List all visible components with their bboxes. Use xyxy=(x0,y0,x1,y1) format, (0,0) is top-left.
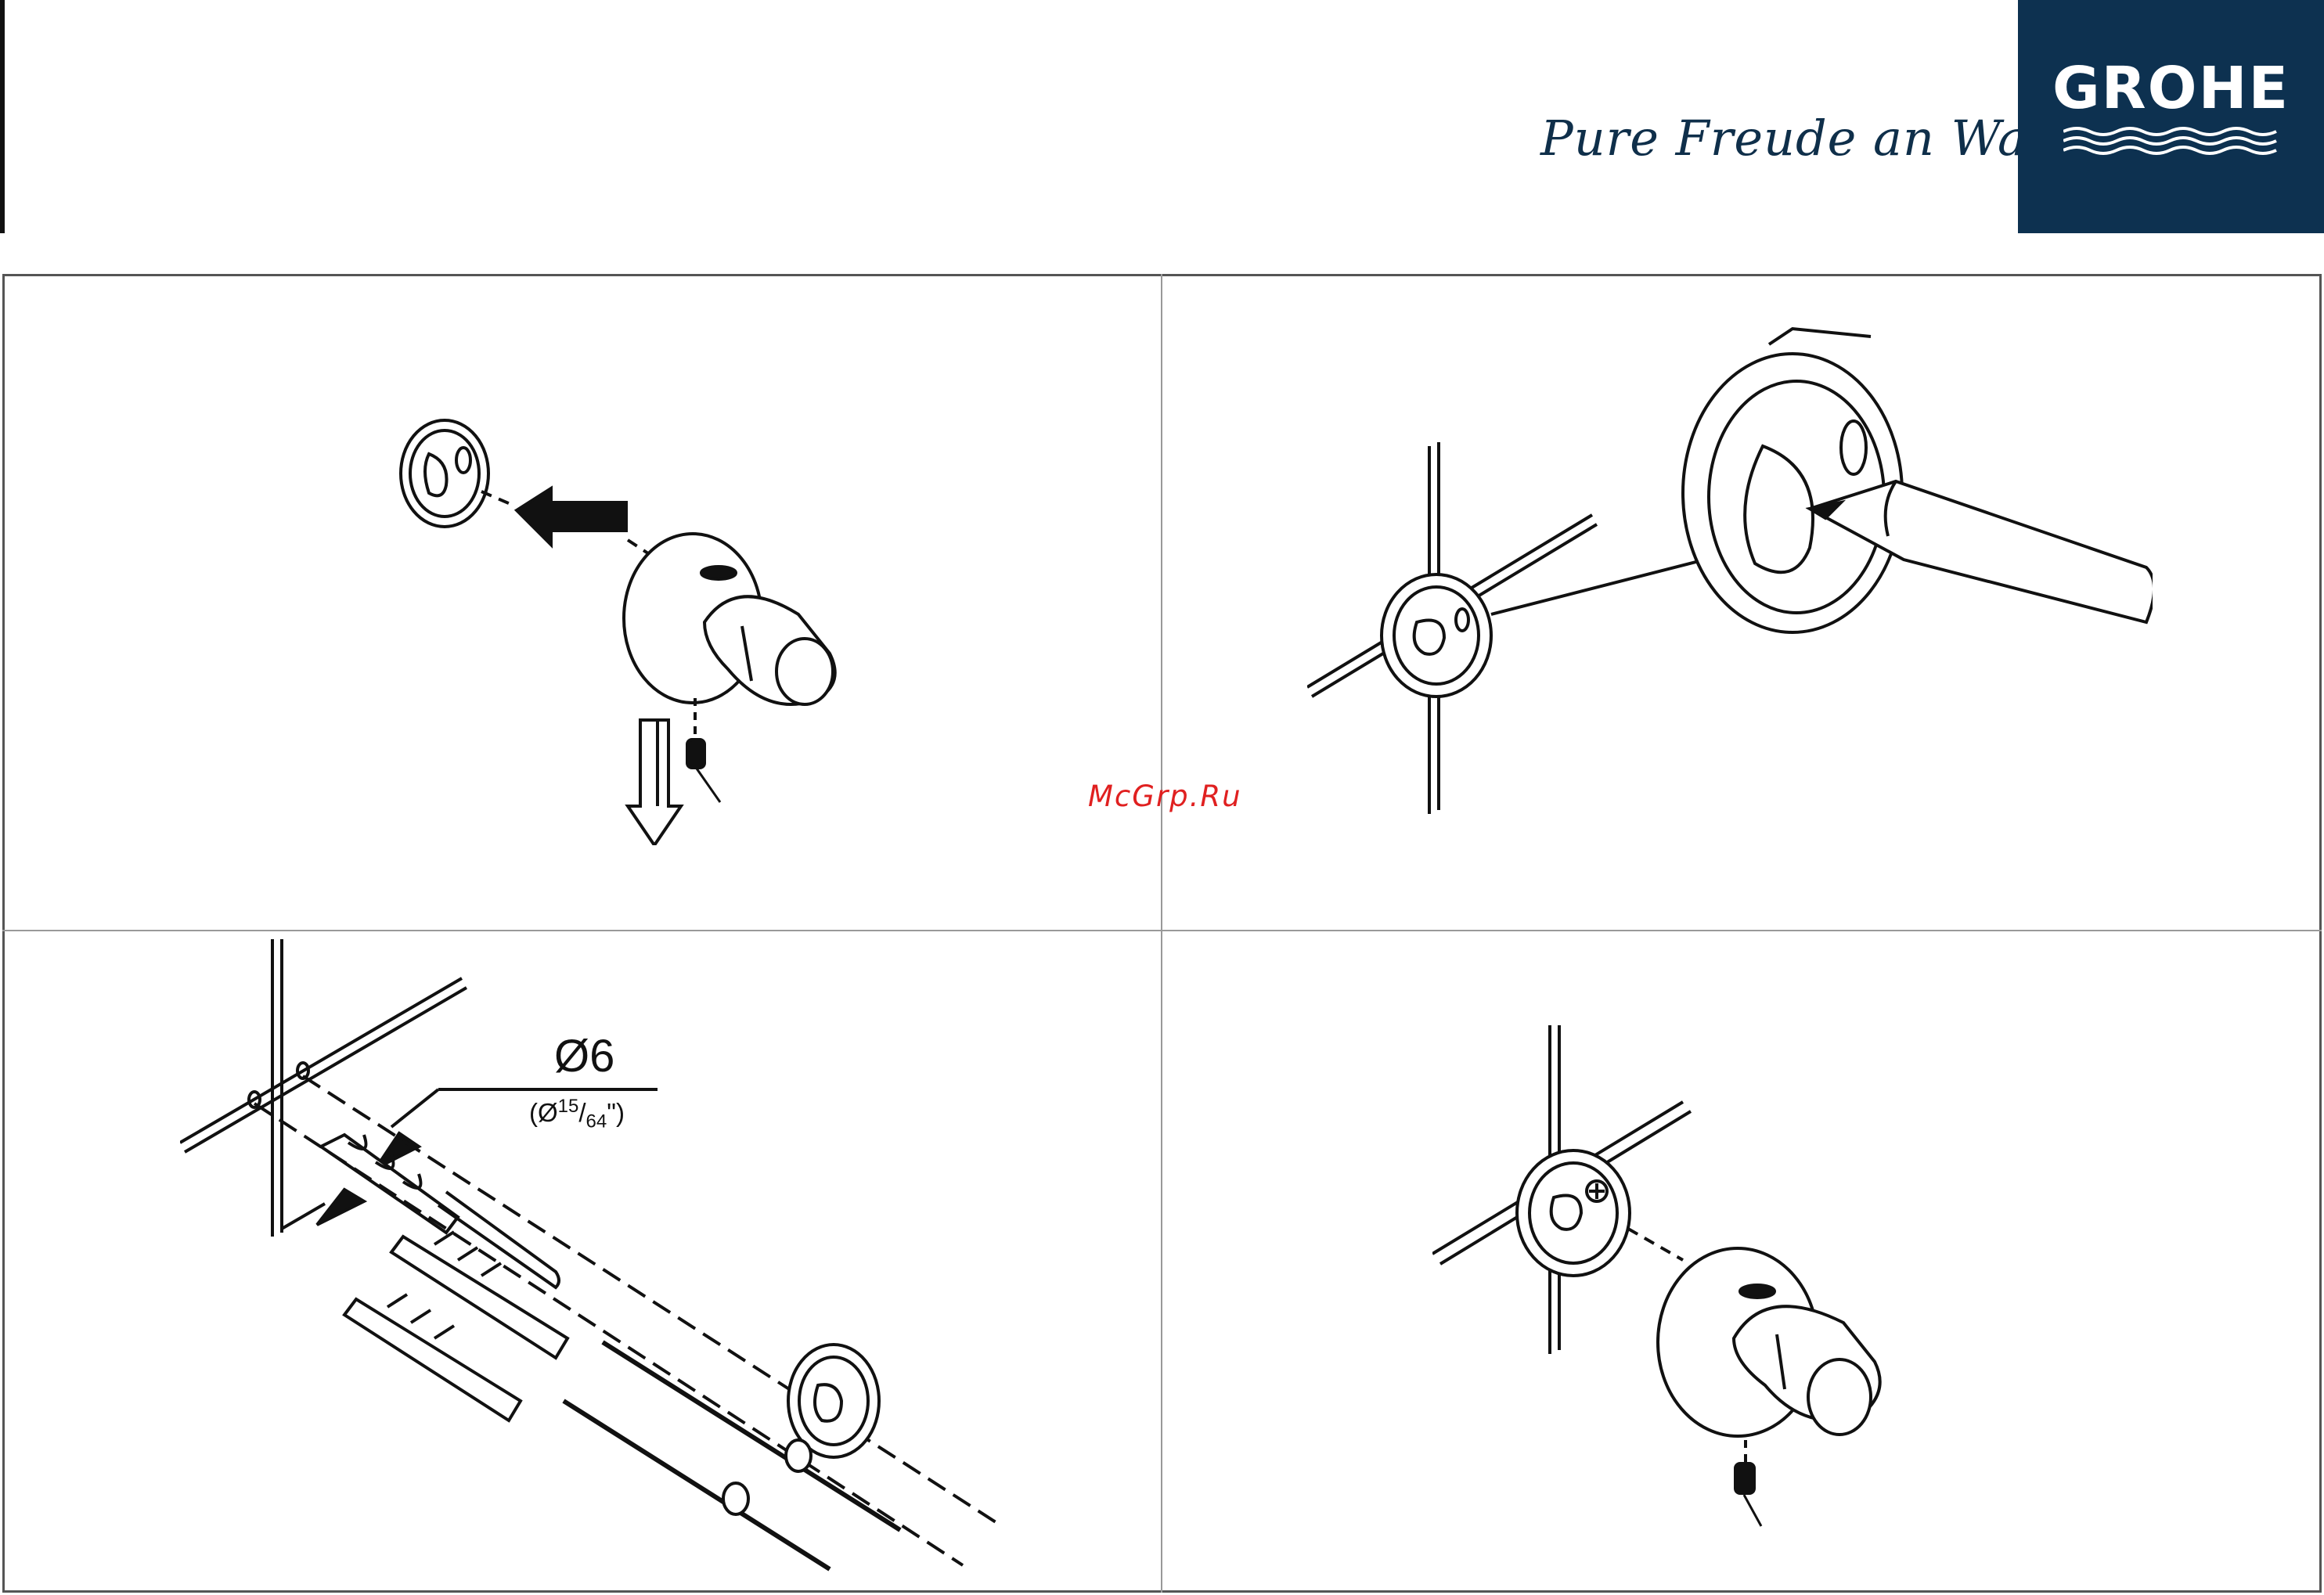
arrow-left-icon xyxy=(517,488,626,545)
figure-drilling xyxy=(180,939,1119,1581)
drill-diameter-inch: (Ø15/64") xyxy=(529,1096,625,1133)
panel-divider-horizontal xyxy=(2,930,2322,931)
grub-screw-icon xyxy=(1735,1464,1754,1493)
logo-wordmark: GROHE xyxy=(2018,55,2324,122)
drill-diameter-label: Ø6 xyxy=(554,1030,614,1082)
screw-icon-2 xyxy=(564,1401,830,1569)
grohe-logo: GROHE xyxy=(2018,0,2324,233)
figure-disassembly xyxy=(376,407,861,845)
figure-assembly xyxy=(1432,1025,1902,1534)
logo-waves-icon xyxy=(2063,125,2279,157)
figure-marking xyxy=(1307,313,2153,822)
grub-screw-icon xyxy=(687,740,704,768)
wall-plate-icon xyxy=(1517,1150,1630,1276)
panel-divider-vertical xyxy=(1161,274,1162,1593)
watermark-text: McGrp.Ru xyxy=(1088,779,1242,813)
arrow-down-icon xyxy=(628,720,681,845)
wall-plate-icon xyxy=(1382,574,1491,697)
page-header: Pure Freude an Wasser GROHE xyxy=(0,0,2324,235)
